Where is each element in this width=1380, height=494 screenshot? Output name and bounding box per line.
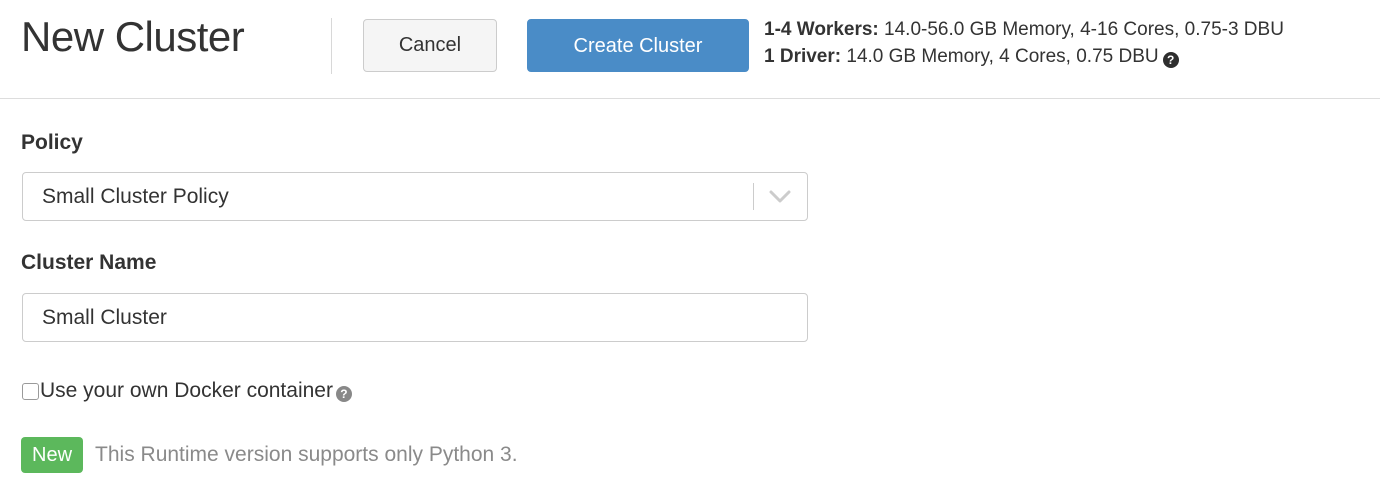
select-separator xyxy=(753,183,754,210)
policy-label: Policy xyxy=(21,131,83,154)
driver-value: 14.0 GB Memory, 4 Cores, 0.75 DBU xyxy=(846,46,1159,67)
chevron-down-icon[interactable] xyxy=(769,190,791,203)
cluster-specs: 1-4 Workers: 14.0-56.0 GB Memory, 4-16 C… xyxy=(764,16,1284,70)
header-rule xyxy=(0,98,1380,99)
docker-container-checkbox[interactable] xyxy=(22,382,39,400)
workers-value: 14.0-56.0 GB Memory, 4-16 Cores, 0.75-3 … xyxy=(884,19,1284,40)
workers-spec-line: 1-4 Workers: 14.0-56.0 GB Memory, 4-16 C… xyxy=(764,16,1284,43)
policy-select[interactable]: Small Cluster Policy xyxy=(22,172,808,221)
cluster-name-input[interactable]: Small Cluster xyxy=(22,293,808,342)
create-cluster-button[interactable]: Create Cluster xyxy=(527,19,749,72)
page-title: New Cluster xyxy=(21,13,245,60)
docker-container-row[interactable]: Use your own Docker container? xyxy=(22,379,352,403)
cluster-name-label: Cluster Name xyxy=(21,251,157,274)
help-icon[interactable]: ? xyxy=(1162,52,1179,68)
policy-selected-value: Small Cluster Policy xyxy=(42,185,229,208)
runtime-note-row: New This Runtime version supports only Py… xyxy=(21,437,518,473)
page-header: New Cluster Cancel Create Cluster 1-4 Wo… xyxy=(0,0,1380,99)
runtime-note-text: This Runtime version supports only Pytho… xyxy=(95,443,518,466)
driver-label: 1 Driver: xyxy=(764,46,842,67)
workers-label: 1-4 Workers: xyxy=(764,19,879,40)
cancel-button[interactable]: Cancel xyxy=(363,19,497,72)
driver-spec-line: 1 Driver: 14.0 GB Memory, 4 Cores, 0.75 … xyxy=(764,43,1284,70)
new-badge: New xyxy=(21,437,84,473)
cluster-name-value: Small Cluster xyxy=(42,306,167,329)
docker-container-label: Use your own Docker container xyxy=(40,379,333,402)
docker-help-icon[interactable]: ? xyxy=(335,386,352,403)
header-divider xyxy=(331,18,332,74)
